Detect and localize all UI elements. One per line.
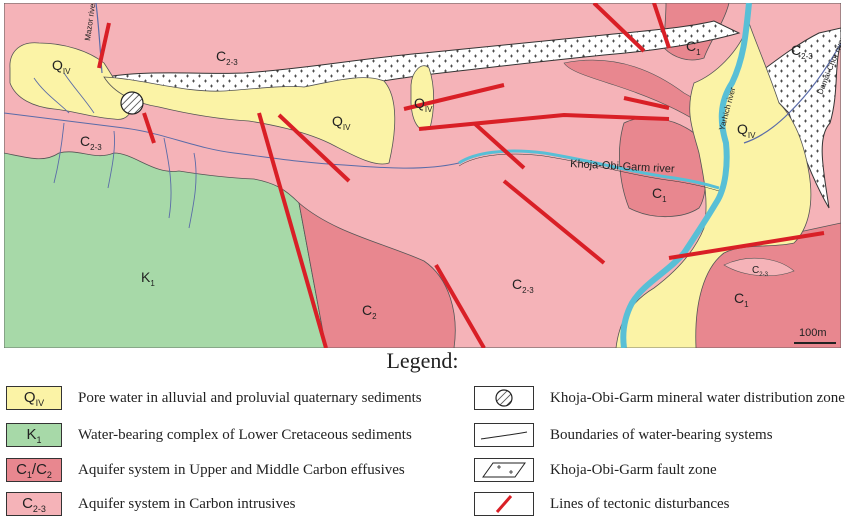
unit-label: C2-3 xyxy=(791,42,813,61)
legend-symbol-tectonic-line xyxy=(474,492,534,516)
legend-swatch-c23: C2-3 xyxy=(6,492,62,516)
legend-item-boundaries: Boundaries of water-bearing systems xyxy=(474,421,773,449)
unit-label: C1 xyxy=(686,38,701,57)
fault-line xyxy=(502,179,606,265)
legend-item-tectonic: Lines of tectonic disturbances xyxy=(474,490,730,518)
river-khoja xyxy=(458,149,720,190)
fault-line xyxy=(434,263,486,348)
legend-text: Pore water in alluvial and proluvial qua… xyxy=(78,389,422,406)
zone-c2 xyxy=(298,201,456,348)
unit-label: QIV xyxy=(414,95,433,114)
fault-line xyxy=(403,83,505,111)
legend-swatch-k1: K1 xyxy=(6,423,62,447)
legend-item-k1: K1 Water-bearing complex of Lower Cretac… xyxy=(6,421,412,449)
stream-south xyxy=(53,122,197,229)
legend-swatch-c1-c2: C1/C2 xyxy=(6,458,62,482)
fault-line xyxy=(97,22,111,69)
fault-line xyxy=(472,121,526,170)
legend-swatch-q4: QIV xyxy=(6,386,62,410)
zone-c23-lens xyxy=(723,257,795,277)
fault-line xyxy=(277,113,351,183)
unit-label: K1 xyxy=(141,269,155,288)
mineral-water-zone-marker xyxy=(120,91,144,115)
fault-line xyxy=(257,112,328,348)
legend-item-distribution-zone: Khoja-Obi-Garm mineral water distributio… xyxy=(474,384,845,412)
river-yarhich xyxy=(620,3,752,348)
river-mazor xyxy=(95,3,103,74)
zone-k1 xyxy=(4,151,327,348)
unit-label: C1 xyxy=(652,185,667,204)
fault-line xyxy=(668,231,825,260)
geologic-map: QIV QIV QIV QIV C2-3 C2-3 C2-3 C2-3 C2-3… xyxy=(4,3,841,348)
legend-text: Khoja-Obi-Garm mineral water distributio… xyxy=(550,389,845,406)
legend-text: Khoja-Obi-Garm fault zone xyxy=(550,461,717,478)
legend-symbol-distribution-zone xyxy=(474,386,534,410)
fault-line xyxy=(418,112,670,131)
unit-label: QIV xyxy=(332,113,351,132)
unit-label: QIV xyxy=(737,121,756,140)
legend-symbol-fault-zone xyxy=(474,458,534,482)
unit-label: C1 xyxy=(734,290,749,309)
scale-bar-label: 100m xyxy=(799,327,827,339)
river-label-khoja: Khoja-Obi-Garm river xyxy=(570,158,675,175)
unit-label: C2-3 xyxy=(512,276,534,295)
unit-label: QIV xyxy=(52,57,71,76)
legend-title: Legend: xyxy=(386,348,459,373)
legend-item-c1-c2: C1/C2 Aquifer system in Upper and Middle… xyxy=(6,456,405,484)
unit-label: C2-3 xyxy=(80,133,102,152)
unit-label: C2 xyxy=(362,302,377,321)
fault-line xyxy=(652,3,671,49)
river-damai xyxy=(743,42,841,144)
legend-text: Lines of tectonic disturbances xyxy=(550,495,730,512)
stream-west xyxy=(4,112,460,169)
river-khoja-outline xyxy=(458,153,720,192)
legend-text: Boundaries of water-bearing systems xyxy=(550,426,773,443)
legend-text: Aquifer system in Upper and Middle Carbo… xyxy=(78,461,405,478)
zone-c1-middle xyxy=(619,117,707,218)
fault-line xyxy=(142,112,156,144)
tectonic-faults xyxy=(97,3,825,348)
legend-text: Water-bearing complex of Lower Cretaceou… xyxy=(78,426,412,443)
legend-symbol-boundary-line xyxy=(474,423,534,447)
fault-line xyxy=(592,3,646,53)
legend-item-q4: QIV Pore water in alluvial and proluvial… xyxy=(6,384,422,412)
zone-q4-mid xyxy=(103,76,396,165)
unit-label: C2-3 xyxy=(216,48,238,67)
unit-label: C2-3 xyxy=(752,265,769,278)
stream-north-west xyxy=(33,72,95,114)
fault-line xyxy=(623,96,670,110)
legend-item-c23: C2-3 Aquifer system in Carbon intrusives xyxy=(6,490,295,518)
legend-text: Aquifer system in Carbon intrusives xyxy=(78,495,296,512)
legend-item-fault-zone: Khoja-Obi-Garm fault zone xyxy=(474,456,717,484)
